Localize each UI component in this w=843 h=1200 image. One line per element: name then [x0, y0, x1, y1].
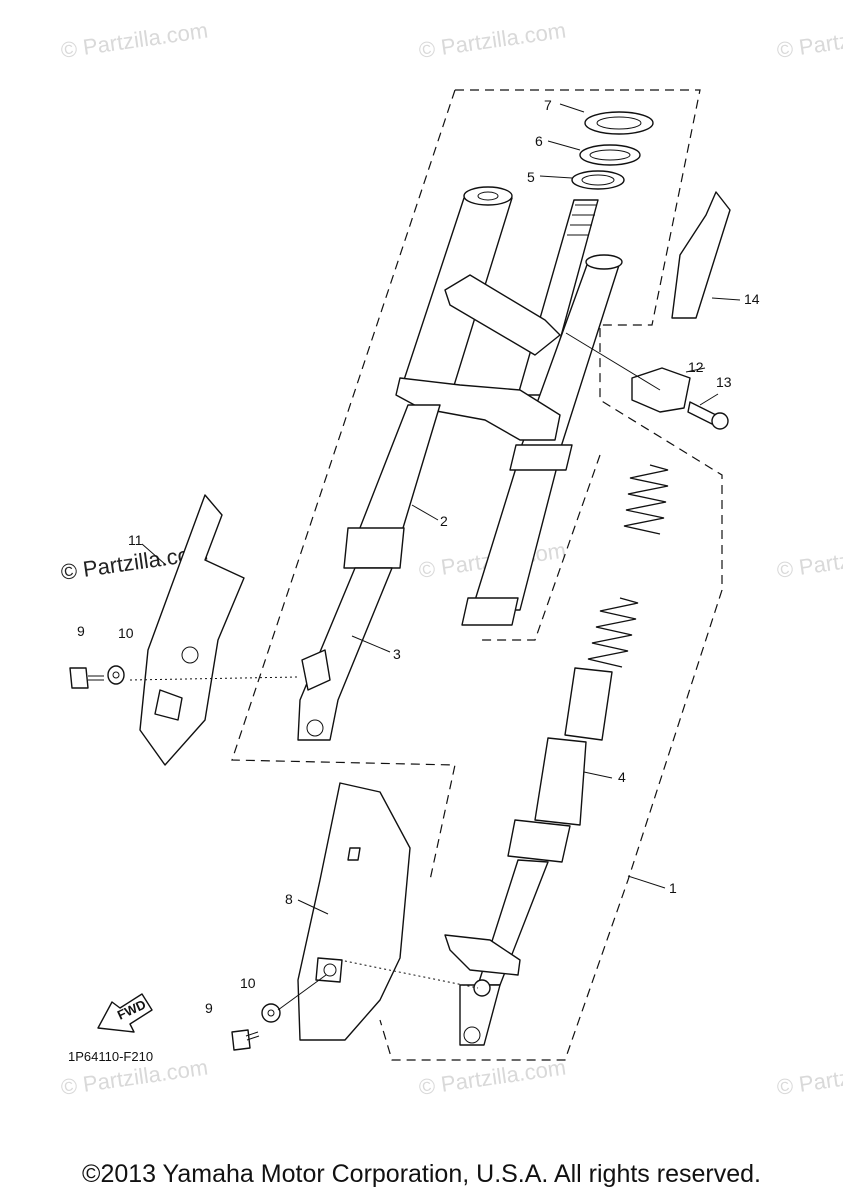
outer-tube-left [297, 567, 393, 741]
callout-4: 4 [618, 769, 626, 785]
callout-11: 11 [128, 532, 143, 548]
callout-8: 8 [285, 891, 293, 907]
callout-2: 2 [440, 513, 448, 529]
damper-and-lower-tube [444, 737, 587, 1046]
leader-lines [141, 103, 741, 915]
copyright-notice: ©2013 Yamaha Motor Corporation, U.S.A. A… [82, 1160, 761, 1188]
callout-6: 6 [535, 133, 543, 149]
watermark-text: © Partzilla.com [775, 1055, 843, 1100]
bolt-washer-upper [69, 665, 125, 689]
forward-direction-arrow: FWD [97, 993, 153, 1033]
fork-guard-lower [297, 782, 479, 1041]
callout-14: 14 [744, 291, 760, 307]
reflector-strip [671, 191, 731, 319]
callout-10-lower: 10 [240, 975, 256, 991]
callout-10: 10 [118, 625, 134, 641]
watermark-text: © Partzilla.com [417, 18, 567, 63]
callout-3: 3 [393, 646, 401, 662]
bolt-washer-lower [231, 974, 327, 1051]
watermark-text: © Partzilla.com [775, 18, 843, 63]
watermark-text: © Partzilla.com [59, 18, 209, 63]
callout-13: 13 [716, 374, 732, 390]
watermark-text: © Partzilla.com [775, 538, 843, 583]
callout-9-lower: 9 [205, 1000, 213, 1016]
diagram-code: 1P64110-F210 [68, 1049, 153, 1064]
callout-5: 5 [527, 169, 535, 185]
callout-12: 12 [688, 359, 704, 375]
fork-assembly [343, 186, 623, 626]
fork-spring [564, 464, 669, 741]
watermark-text: © Partzilla.com [417, 1055, 567, 1100]
fork-guard-upper [129, 494, 299, 766]
washer-stack [571, 111, 654, 190]
clamp-and-bolt [565, 332, 729, 430]
assembly-boundaries [231, 89, 723, 1061]
callout-1: 1 [669, 880, 677, 896]
callout-9: 9 [77, 623, 85, 639]
callout-7: 7 [544, 97, 552, 113]
callout-labels: 1 2 3 4 5 6 7 8 9 10 11 12 13 14 9 10 [77, 97, 760, 1016]
